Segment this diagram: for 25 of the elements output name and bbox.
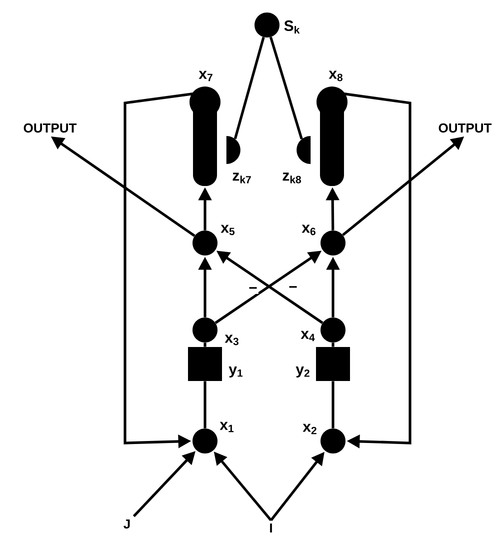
node-label: z$_{k7}$ [232,172,251,184]
connector-line [234,36,265,140]
connector-line [332,381,334,428]
connector-line [332,342,334,347]
node-label: x$_{5}$ [220,224,235,236]
connector-line [204,342,206,347]
node-label: x$_{8}$ [328,70,342,82]
node-label: x$_{4}$ [300,330,315,342]
node-label: J [124,519,130,529]
connector-line [269,36,303,140]
node-label: x$_{3}$ [224,334,238,346]
node-label: x$_{6}$ [302,224,316,236]
edge-label: − [248,286,258,294]
node-label: x$_{1}$ [220,422,234,432]
node-label: y$_{1}$ [228,366,243,378]
node-label: I [270,524,272,532]
edge-label: − [288,285,298,293]
node-label: x$_{7}$ [198,70,212,82]
node-label: z$_{k8}$ [282,172,301,184]
node-label: S$_{k}$ [284,20,300,34]
connector-line [204,381,206,428]
node-label: y$_{2}$ [296,366,310,378]
node-label: x$_{2}$ [302,424,316,434]
node-label: OUTPUT [438,123,492,133]
node-label: OUTPUT [24,123,77,133]
